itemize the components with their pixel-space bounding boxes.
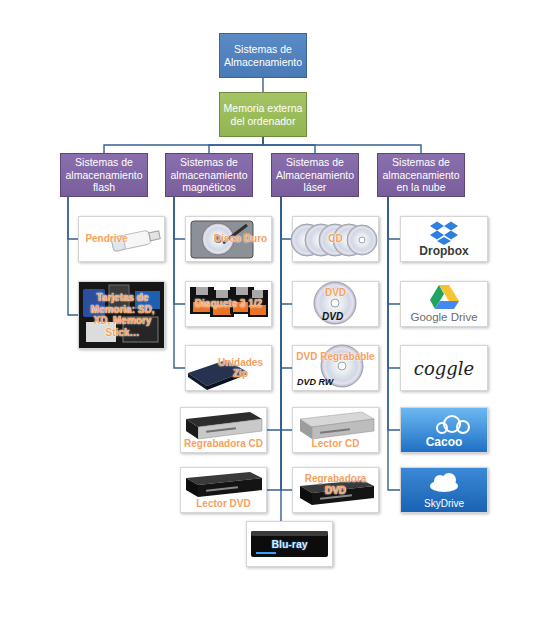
device-box: Pendrive [78, 216, 165, 262]
connector-line [281, 197, 292, 368]
node-text: Sistemas de Almacenamiento [223, 43, 303, 68]
connector-line [388, 197, 400, 239]
connector-line [174, 197, 185, 304]
service-box: coggle [400, 345, 488, 391]
connector-line [174, 197, 185, 239]
connector-line [68, 197, 78, 239]
connector-line [388, 197, 400, 490]
node-text: coggle [414, 358, 474, 379]
node-text: Disquete 3 1/2 [195, 298, 262, 310]
node-text: Tarjetas de Memoria: SD, XD, Memory Stic… [85, 292, 160, 338]
connector-line [388, 197, 400, 368]
node-text: Sistemas de almacenamiento en la nube [381, 156, 461, 194]
category-box: Sistemas de Almacenamiento láser [271, 153, 359, 197]
connector-line [388, 197, 400, 304]
node-text: CD [328, 233, 342, 245]
node-text: Sistemas de Almacenamiento láser [275, 156, 355, 194]
connector-line [174, 197, 185, 368]
node-text: Sistemas de almacenamiento magnéticos [169, 156, 249, 194]
memory-cards-drawing [79, 282, 164, 348]
service-box: Google Drive [400, 281, 488, 327]
connector-line [209, 137, 263, 153]
category-box: Memoria externa del ordenador [219, 92, 307, 137]
node-text: Blu-ray [271, 538, 307, 550]
service-box: Dropbox [400, 216, 488, 262]
service-box: SkyDrive [400, 467, 488, 513]
node-text: Regrabadora CD [184, 438, 263, 450]
device-box: Disco Duro [185, 216, 272, 262]
node-text: Regrabadora DVD [293, 473, 378, 496]
node-text: Pendrive [85, 233, 127, 245]
node-text: Lector CD [312, 438, 360, 450]
device-box: Unidades Zip [185, 345, 272, 391]
device-box: Lector DVD [180, 467, 267, 513]
device-box: Regrabadora CD [180, 407, 267, 453]
connector-line [263, 137, 421, 153]
device-box: Tarjetas de Memoria: SD, XD, Memory Stic… [78, 281, 165, 349]
category-box: Sistemas de almacenamiento flash [60, 153, 148, 197]
node-text: Dropbox [419, 244, 468, 258]
connector-line [281, 197, 292, 430]
connector-line [388, 197, 400, 430]
category-box: Sistemas de almacenamiento magnéticos [165, 153, 253, 197]
node-text: SkyDrive [424, 498, 464, 509]
node-text: Google Drive [410, 311, 477, 323]
node-text: DVD [325, 287, 346, 299]
root-box: Sistemas de Almacenamiento [219, 33, 307, 78]
category-box: Sistemas de almacenamiento en la nube [377, 153, 465, 197]
connector-line [104, 137, 263, 153]
logo-text: DVD RW [297, 377, 333, 387]
device-box: Disquete 3 1/2 [185, 281, 272, 327]
connector-line [280, 197, 281, 521]
node-text: Sistemas de almacenamiento flash [64, 156, 144, 194]
connector-line [281, 197, 292, 239]
service-box: Cacoo [400, 407, 488, 453]
device-box: Lector CD [292, 407, 379, 453]
node-text: Unidades Zip [210, 357, 271, 380]
connector-line [281, 197, 292, 304]
device-box: Regrabadora DVD [292, 467, 379, 513]
node-text: Cacoo [426, 435, 463, 449]
device-box: Blu-ray [246, 521, 333, 567]
node-text: Disco Duro [214, 233, 267, 245]
connector-line [68, 197, 78, 315]
connector-line [281, 197, 292, 490]
node-text: Memoria externa del ordenador [223, 102, 303, 127]
connector-line [262, 78, 263, 92]
logo-text: DVD [322, 311, 343, 322]
node-text: DVD Regrabable [296, 351, 374, 363]
node-text: Lector DVD [196, 498, 250, 510]
photo-background [79, 282, 164, 348]
device-box: CD [292, 216, 379, 262]
